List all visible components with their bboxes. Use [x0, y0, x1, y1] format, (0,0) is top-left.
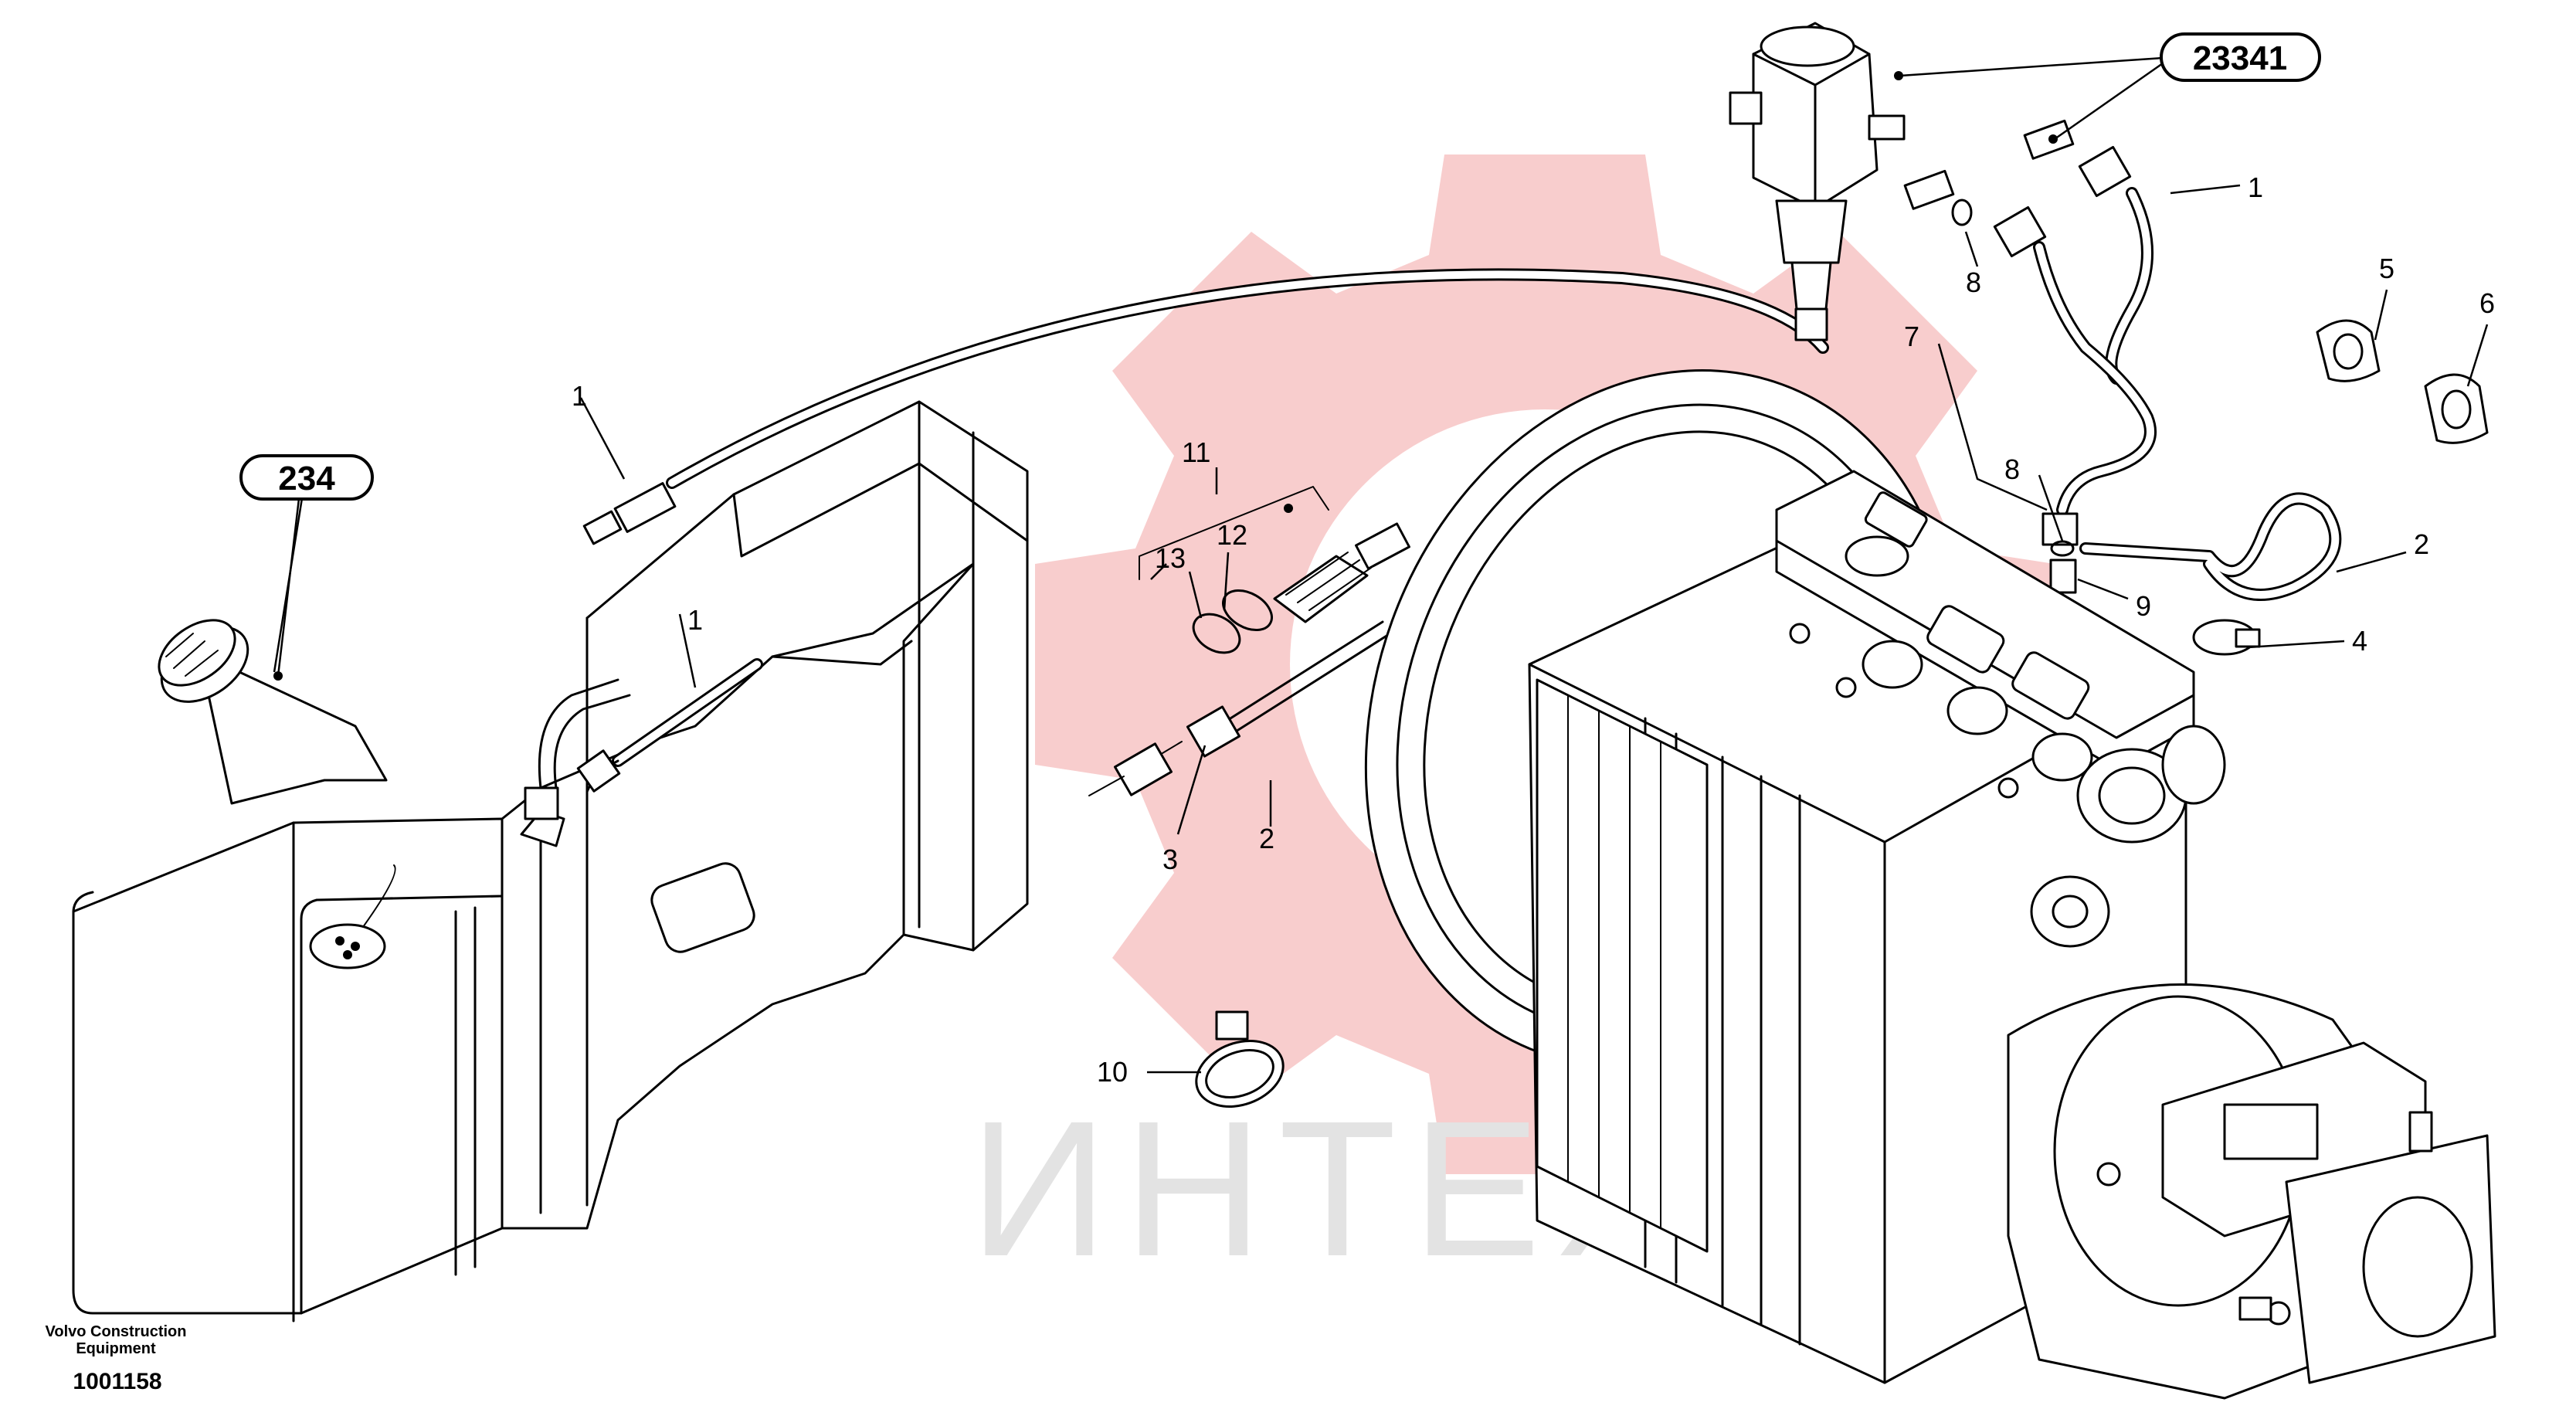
snap-ring-13[interactable]	[1186, 606, 1246, 660]
callout-9[interactable]: 9	[2136, 590, 2151, 622]
callout-4[interactable]: 4	[2352, 625, 2367, 657]
document-number: 1001158	[73, 1369, 161, 1394]
clamp-10[interactable]	[1187, 1010, 1292, 1118]
clamp-4[interactable]	[2192, 619, 2261, 656]
leader-lines	[273, 56, 2489, 1074]
callout-7[interactable]: 7	[1904, 321, 1919, 352]
hose-1-long[interactable]	[582, 268, 1829, 545]
callout-2-middle[interactable]: 2	[1259, 823, 1274, 854]
o-ring-8-lower[interactable]	[2050, 540, 2075, 557]
maker-line-2: Equipment	[76, 1340, 156, 1357]
hose-1-short[interactable]	[576, 658, 763, 793]
hose-2-segment[interactable]	[1186, 620, 1392, 758]
callout-numbers: 1 1 1 2 2 3 4 5 6 7 8 8 9 10 11 12 13	[572, 171, 2495, 1088]
callout-6[interactable]: 6	[2479, 287, 2495, 319]
callout-13[interactable]: 13	[1155, 542, 1186, 574]
callout-1-top-left[interactable]: 1	[572, 380, 587, 412]
callout-3[interactable]: 3	[1162, 844, 1178, 875]
reference-box-23341[interactable]: 23341	[2160, 32, 2321, 82]
reference-234-label: 234	[278, 460, 335, 497]
callout-2-right[interactable]: 2	[2414, 528, 2429, 560]
clamp-5[interactable]	[2316, 319, 2381, 382]
hose-2-right[interactable]	[2079, 492, 2342, 601]
callout-12[interactable]: 12	[1217, 519, 1247, 551]
fitting-group-middle	[1088, 486, 1410, 1118]
quick-coupling[interactable]	[1273, 504, 1410, 623]
reference-box-234[interactable]: 234	[239, 454, 374, 501]
filter-fittings	[1903, 119, 2132, 258]
maker-line-1: Volvo Construction	[46, 1323, 187, 1340]
filter-assembly[interactable]	[1729, 22, 1906, 341]
adapter-9[interactable]	[2049, 559, 2077, 594]
engine-assembly	[1364, 369, 2496, 1400]
o-ring-8-top[interactable]	[1951, 199, 1973, 226]
callout-5[interactable]: 5	[2379, 253, 2394, 284]
callout-8-lower[interactable]: 8	[2004, 453, 2020, 485]
hose-1-right[interactable]	[2105, 187, 2153, 385]
adapter-3[interactable]	[1088, 741, 1183, 796]
callout-1-middle[interactable]: 1	[687, 604, 703, 636]
hose-7[interactable]	[2033, 241, 2157, 546]
callout-8-top[interactable]: 8	[1966, 267, 1981, 298]
callout-11[interactable]: 11	[1182, 436, 1210, 468]
footer: Volvo Construction Equipment 1001158	[46, 1323, 187, 1394]
clamp-6[interactable]	[2424, 373, 2489, 444]
callout-10[interactable]: 10	[1097, 1056, 1128, 1088]
reference-23341-label: 23341	[2193, 39, 2287, 77]
callout-1-right[interactable]: 1	[2248, 171, 2263, 203]
tank-assembly	[72, 400, 1029, 1322]
